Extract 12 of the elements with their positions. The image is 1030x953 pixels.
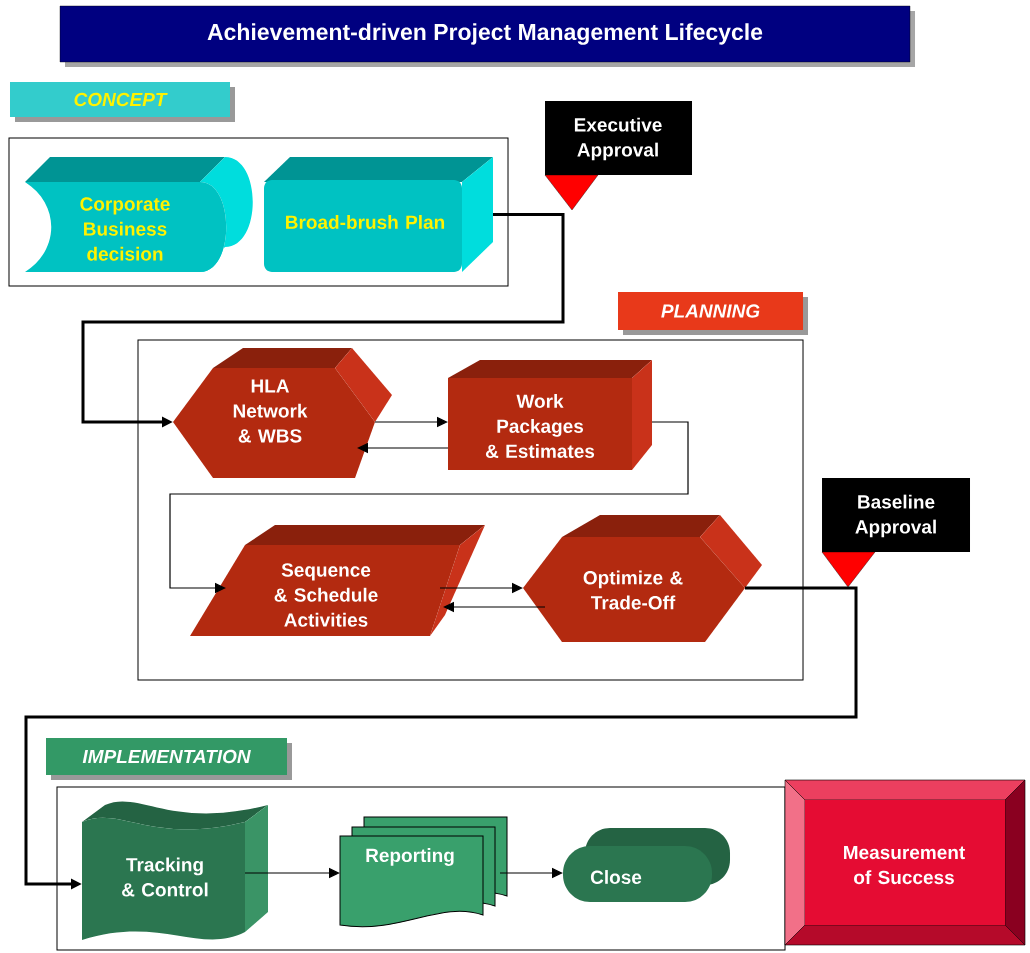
title-bar: Achievement-driven Project Management Lifecycle [59, 5, 915, 67]
node-label: CONCEPT [74, 92, 168, 107]
approval-flag: Baseline Approval [821, 478, 970, 588]
parallelogram-block: Sequence & Schedule Activities [190, 525, 485, 636]
hexagon-block: HLA Network & WBS [173, 348, 392, 478]
node-label: PLANNING [661, 304, 760, 318]
stacked-documents: Reporting [339, 816, 508, 928]
node-label: IMPLEMENTATION [82, 749, 251, 764]
hexagon-block: Optimize & Trade-Off [523, 515, 762, 642]
wavy-block: Tracking & Control [82, 801, 268, 940]
approval-flag: Executive Approval [544, 101, 692, 211]
bevelled-box: Measurement of Success [784, 779, 1026, 946]
